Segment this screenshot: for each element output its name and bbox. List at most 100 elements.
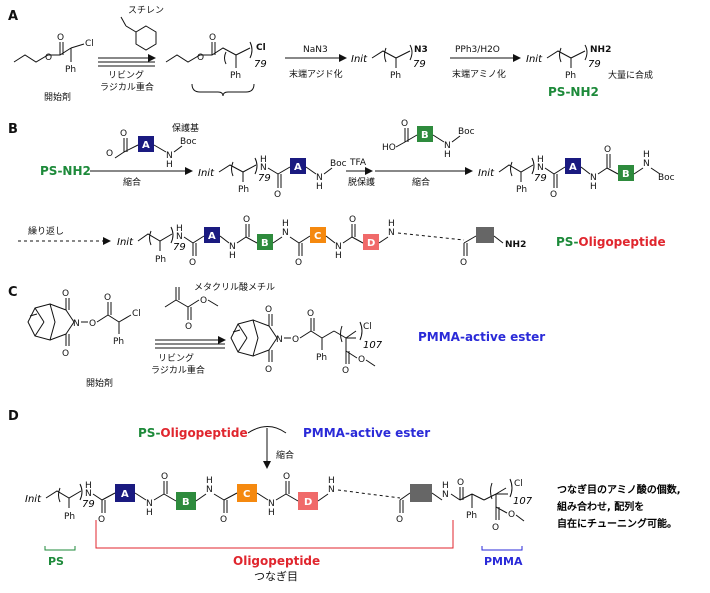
ps-part: PS [138,426,155,440]
atom-h: H [335,251,342,261]
section-c-label: C [8,285,18,300]
atom-h: H [444,150,451,160]
dash-part: - [573,235,578,249]
section-a-label: A [8,9,18,24]
dash-part: - [155,426,160,440]
phenyl-label: Ph [230,71,241,81]
atom-cl: Cl [514,479,523,489]
atom-o: O [292,335,299,345]
phenyl-label: Ph [466,511,477,521]
phenyl-label: Ph [238,185,249,195]
block-a-label: A [121,489,129,500]
phenyl-label: Ph [64,512,75,522]
block-a [204,227,220,243]
block-a-label: A [142,140,150,151]
dp-label: 79 [82,499,95,510]
atom-o: O [307,309,314,319]
segment-pmma-label: PMMA [484,555,523,568]
atom-h: H [388,219,395,229]
atom-o: O [265,305,272,315]
atom-o: O [349,215,356,225]
block-b-label: B [182,497,190,508]
atom-h: H [590,182,597,192]
atom-o: O [265,365,272,375]
initiator-c-structure: O O N O O Cl Ph [27,289,141,359]
ps-nh2-product: PS-NH2 [548,85,599,99]
oligopeptide-part: Oligopeptide [160,426,247,440]
atom-h: H [229,251,236,261]
init-label: Init [198,168,215,179]
atom-h: H [442,481,449,491]
merge-curve [247,426,287,434]
atom-n: N [260,163,267,173]
phenyl-label: Ph [316,353,327,363]
polymerization-c-line1: リビング [158,352,194,364]
block-c-label: C [243,489,250,500]
boc-group: Boc [330,159,347,169]
segment-linker-label: つなぎ目 [254,569,298,583]
atom-n: N [590,173,597,183]
ps-nh2-structure: Init Ph 79 NH2 [526,44,611,81]
pmma-bracket [481,546,523,551]
note-line-2: 組み合わせ, 配列を [557,500,644,513]
mma-structure: O O [164,287,219,332]
section-d-label: D [8,409,19,424]
dp-label: 79 [173,242,186,253]
block-generic [410,484,432,502]
atom-o: O [209,33,216,43]
block-c [310,227,326,243]
boc-a-acid: O O A N H Boc 保護基 [106,122,199,170]
atom-ho: HO [382,143,396,153]
atom-o: O [401,119,408,129]
block-a [290,158,306,174]
atom-o: O [604,145,611,155]
atom-o: O [57,33,64,43]
atom-h: H [146,508,153,518]
block-b [257,234,273,250]
atom-n: N [335,242,342,252]
atom-o: O [45,53,52,63]
boc-group: Boc [458,127,475,137]
atom-cl: Cl [132,309,141,319]
deprotection-label: 脱保護 [348,176,375,188]
atom-o: O [274,190,281,200]
atom-n: N [444,141,451,151]
atom-o: O [550,190,557,200]
phenyl-label: Ph [113,337,124,347]
atom-n: N [268,499,275,509]
block-b [176,492,196,510]
atom-h: H [282,219,289,229]
atom-o: O [120,129,127,139]
block-a-label: A [569,162,577,173]
atom-h: H [166,160,173,170]
styrene-label: スチレン [128,5,164,16]
polymerization-arrow-c [155,336,226,349]
atom-o: O [106,149,113,159]
atom-o: O [295,258,302,268]
atom-o: O [396,515,403,525]
tfa-reagent: TFA [349,158,367,168]
phenyl-label: Ph [390,71,401,81]
note-line-3: 自在にチューニング可能。 [557,517,677,530]
atom-n: N [282,228,289,238]
ps-bracket [44,546,76,551]
dp-label: 79 [258,173,271,184]
section-c: C O O N O O Cl [8,282,545,389]
linker-dashed [337,489,401,499]
atom-h: H [268,508,275,518]
init-label: Init [117,237,134,248]
oligopeptide-part: Oligopeptide [578,235,665,249]
atom-n: N [276,335,283,345]
ps-part: PS [556,235,573,249]
atom-o: O [220,515,227,525]
atom-n: N [206,485,213,495]
repeat-linkage [397,232,465,241]
atom-o: O [197,53,204,63]
phenyl-label: Ph [155,255,166,265]
init-label: Init [25,494,42,505]
condensation-label-2: 縮合 [412,176,430,188]
atom-h: H [328,476,335,486]
atom-o: O [161,472,168,482]
dp-label: 79 [588,59,601,70]
block-b-label: B [622,169,630,180]
